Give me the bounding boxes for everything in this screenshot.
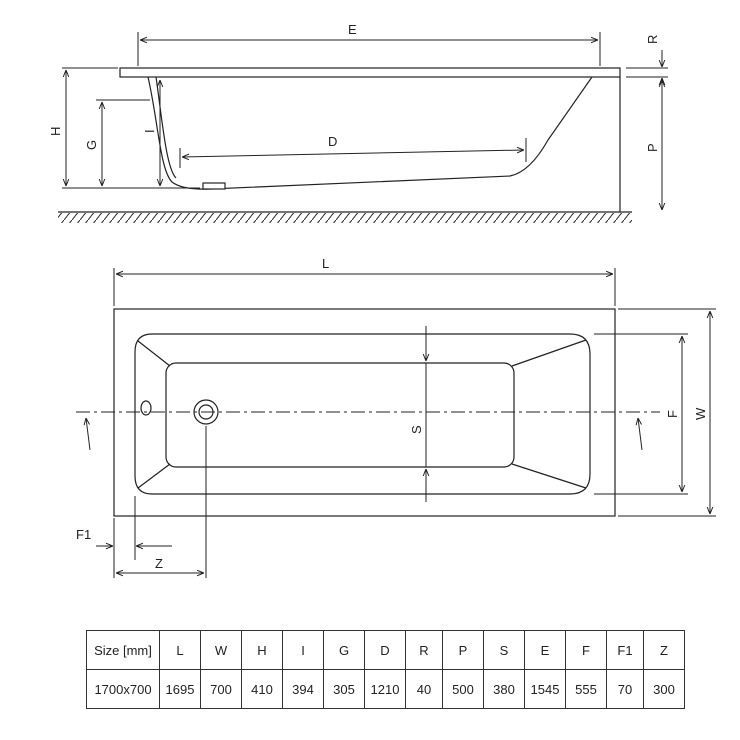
tub-body (147, 76, 593, 190)
table-row: 1700x700 1695 700 410 394 305 1210 40 50… (86, 669, 685, 709)
label-W: W (693, 407, 708, 420)
table-cell: 40 (405, 669, 443, 709)
table-header-cell: F1 (606, 630, 644, 670)
table-header-cell: Size [mm] (86, 630, 160, 670)
table-header-cell: F (565, 630, 607, 670)
top-dimensions (76, 268, 716, 578)
table-cell: 1700x700 (86, 669, 160, 709)
floor-hatch (58, 213, 632, 223)
table-header-cell: S (483, 630, 525, 670)
basin-outer (134, 333, 591, 495)
table-header-row: Size [mm] L W H I G D R P S E F F1 Z (86, 630, 685, 670)
label-S: S (409, 425, 424, 434)
label-E: E (348, 22, 357, 37)
table-cell: 1545 (524, 669, 566, 709)
label-Z: Z (155, 556, 163, 571)
table-cell: 555 (565, 669, 607, 709)
overflow-outlet (140, 400, 152, 416)
table-header-cell: R (405, 630, 443, 670)
specification-table: Size [mm] L W H I G D R P S E F F1 Z 170… (86, 630, 685, 709)
table-header-cell: P (442, 630, 484, 670)
label-P: P (645, 143, 660, 152)
label-D: D (328, 134, 337, 149)
label-G: G (84, 140, 99, 150)
label-H: H (48, 127, 63, 136)
tub-rim (119, 67, 621, 78)
table-header-cell: E (524, 630, 566, 670)
tub-inner (155, 76, 177, 179)
basin-floor (165, 362, 515, 468)
side-view (58, 67, 632, 223)
label-L: L (322, 256, 329, 271)
table-header-cell: W (200, 630, 242, 670)
table-cell: 394 (282, 669, 324, 709)
table-cell: 500 (442, 669, 484, 709)
table-header-cell: G (323, 630, 365, 670)
table-header-cell: H (241, 630, 283, 670)
table-cell: 1210 (364, 669, 406, 709)
label-F1: F1 (76, 527, 91, 542)
table-cell: 700 (200, 669, 242, 709)
table-cell: 380 (483, 669, 525, 709)
label-R: R (645, 35, 660, 44)
table-cell: 1695 (159, 669, 201, 709)
table-header-cell: Z (643, 630, 685, 670)
table-header-cell: L (159, 630, 201, 670)
table-cell: 70 (606, 669, 644, 709)
tub-drain (202, 182, 226, 190)
side-dimensions (62, 32, 668, 210)
table-header-cell: D (364, 630, 406, 670)
table-cell: 300 (643, 669, 685, 709)
label-F: F (665, 410, 680, 418)
table-cell: 305 (323, 669, 365, 709)
table-cell: 410 (241, 669, 283, 709)
label-I: I (142, 129, 157, 133)
table-header-cell: I (282, 630, 324, 670)
